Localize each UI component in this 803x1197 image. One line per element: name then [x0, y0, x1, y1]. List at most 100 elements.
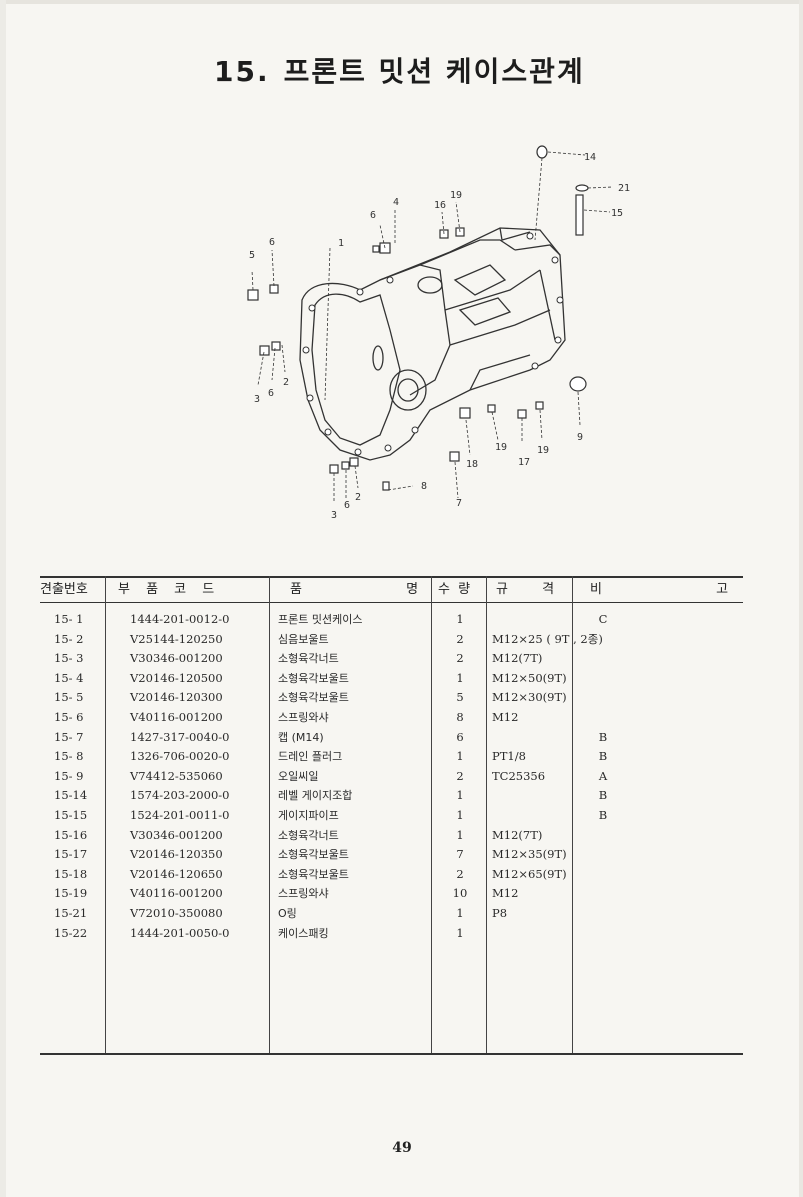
- cell-code: 1326-706-0020-0: [130, 749, 230, 764]
- cell-name: 케이스패킹: [278, 926, 329, 940]
- cell-spec: M12(7T): [492, 827, 543, 842]
- cell-code: V74412-535060: [130, 768, 223, 783]
- cell-spec: M12×30(9T): [492, 690, 567, 705]
- cell-name: 스프링와샤: [278, 887, 329, 901]
- cell-spec: PT1/8: [492, 749, 526, 764]
- cell-qty: 1: [456, 788, 464, 803]
- cell-note: B: [598, 729, 608, 744]
- callout-15: 15: [611, 208, 623, 219]
- cell-spec: TC25356: [492, 768, 546, 783]
- callout-14: 14: [584, 152, 596, 163]
- cell-no: 15-14: [54, 788, 88, 803]
- cell-no: 15- 7: [54, 729, 84, 744]
- table-rule-bottom: [40, 1053, 743, 1055]
- cell-code: 1444-201-0050-0: [130, 925, 230, 940]
- cell-no: 15-16: [54, 827, 88, 842]
- callout-6d: 6: [268, 388, 274, 399]
- cell-qty: 2: [456, 866, 464, 881]
- cell-spec: M12: [492, 710, 519, 724]
- cell-code: V72010-350080: [130, 906, 223, 920]
- cell-qty: 1: [456, 827, 464, 842]
- cell-name: 심음보울트: [278, 632, 329, 646]
- page-title: 15. 프론트 밋션 케이스관계: [214, 50, 585, 90]
- cell-qty: 8: [456, 710, 464, 724]
- callout-7: 7: [456, 498, 462, 509]
- cell-qty: 1: [456, 808, 464, 822]
- callout-19b: 19: [495, 442, 507, 453]
- cell-qty: 1: [456, 749, 464, 764]
- cell-qty: 1: [456, 670, 464, 685]
- cell-no: 15- 8: [54, 749, 84, 764]
- cell-code: 1444-201-0012-0: [130, 612, 230, 626]
- cell-no: 15-15: [54, 808, 88, 822]
- cell-code: V30346-001200: [130, 827, 223, 842]
- cell-code: V40116-001200: [130, 886, 223, 901]
- cell-spec: M12×35(9T): [492, 847, 567, 862]
- cell-name: 스프링와샤: [278, 711, 329, 724]
- cell-name: 소형육각보울트: [278, 691, 349, 705]
- table-rule-top: [40, 576, 743, 578]
- callout-2: 2: [283, 377, 289, 388]
- cell-code: 1574-203-2000-0: [130, 788, 230, 803]
- callout-labels: 1 2 3 4 5 6 7 8 9 14 15 16 17 18 19 21 6…: [249, 152, 630, 521]
- cell-name: 레벨 게이지조합: [278, 789, 353, 803]
- cell-code: V25144-120250: [130, 631, 223, 646]
- case-body: [299, 227, 566, 461]
- cell-note: A: [598, 768, 608, 783]
- page-edge-right: [799, 0, 803, 1197]
- cell-name: 캡 (M14): [278, 730, 324, 744]
- cell-no: 15-17: [54, 847, 88, 862]
- callout-3: 3: [254, 394, 260, 405]
- callout-2b: 2: [355, 492, 361, 503]
- cell-qty: 10: [452, 886, 468, 901]
- cell-qty: 2: [456, 768, 464, 783]
- header-qty: 수 량: [438, 582, 471, 597]
- callout-4: 4: [393, 197, 399, 208]
- callout-19: 19: [450, 190, 462, 201]
- cell-no: 15-21: [54, 906, 88, 920]
- cell-name: 소형육각너트: [278, 652, 339, 666]
- cell-code: V20146-120500: [130, 670, 223, 685]
- callout-8: 8: [421, 481, 427, 492]
- callout-6: 6: [269, 237, 275, 248]
- column-divider: [431, 576, 432, 1053]
- cell-name: 소형육각보울트: [278, 848, 349, 862]
- section-title: 프론트 밋션 케이스관계: [283, 55, 585, 88]
- leader-lines: [251, 151, 614, 502]
- cell-name: O링: [278, 907, 297, 920]
- callout-19c: 19: [537, 445, 549, 456]
- loose-parts: [247, 145, 589, 491]
- cell-name: 소형육각보울트: [278, 867, 349, 881]
- cell-qty: 1: [456, 906, 464, 920]
- cell-code: V40116-001200: [130, 710, 223, 724]
- cell-code: V20146-120350: [130, 847, 223, 862]
- cell-code: 1427-317-0040-0: [130, 729, 230, 744]
- cell-no: 15- 2: [54, 631, 84, 646]
- cell-spec: M12×25 ( 9T , 2종): [492, 631, 603, 646]
- callout-9: 9: [577, 432, 583, 443]
- cell-qty: 1: [456, 925, 464, 940]
- cell-no: 15- 3: [54, 651, 84, 666]
- column-divider: [486, 576, 487, 1053]
- callout-17: 17: [518, 457, 530, 468]
- cell-no: 15- 9: [54, 768, 84, 783]
- cell-qty: 2: [456, 631, 464, 646]
- cell-name: 소형육각보울트: [278, 671, 349, 685]
- section-number: 15.: [214, 55, 270, 88]
- exploded-parts-diagram: 1 2 3 4 5 6 7 8 9 14 15 16 17 18 19 21 6…: [247, 145, 630, 521]
- callout-3b: 3: [331, 510, 337, 521]
- page-number: 49: [392, 1140, 412, 1156]
